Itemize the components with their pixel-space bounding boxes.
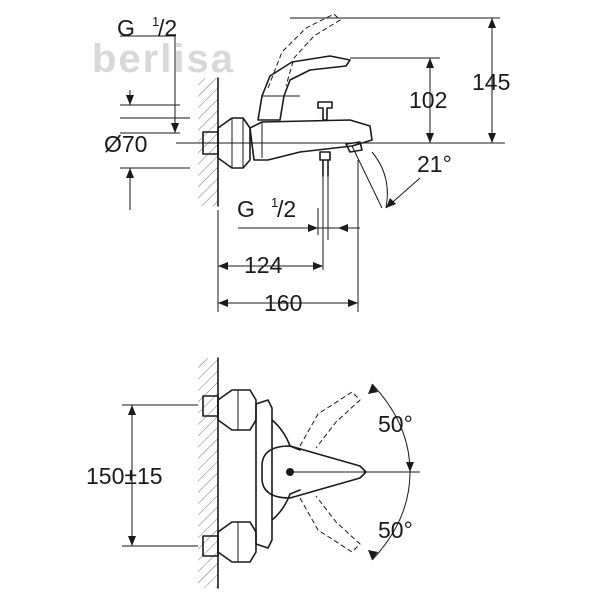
front-view xyxy=(122,357,420,589)
escutcheon xyxy=(217,117,251,169)
spout-angle-label: 21° xyxy=(417,151,452,177)
center-distance-label: 150±15 xyxy=(86,463,163,489)
lever-raised-ghost xyxy=(267,13,341,89)
height-total-label: 145 xyxy=(472,69,510,95)
diverter-knob xyxy=(317,101,333,121)
side-view xyxy=(120,13,505,312)
escutcheon-bottom xyxy=(217,521,257,563)
thread-top-sub: /2 xyxy=(158,15,177,41)
thread-top-label: G xyxy=(117,15,135,41)
depth-total-label: 160 xyxy=(264,290,302,316)
height-spout-label: 102 xyxy=(409,87,447,113)
thread-top-sup: 1 xyxy=(152,14,159,29)
watermark-logo: berlisa xyxy=(92,37,235,81)
rotation-up-label: 50° xyxy=(378,411,413,437)
lever-ghost-up xyxy=(299,391,361,449)
thread-bottom-label: G xyxy=(237,196,255,222)
wall-hatch-top xyxy=(198,78,218,206)
thread-bottom-sup: 1 xyxy=(271,195,278,210)
lever-handle xyxy=(257,55,351,121)
escutcheon-top xyxy=(217,389,257,431)
inlet-nut-bottom xyxy=(202,535,219,557)
lever-front xyxy=(261,445,367,499)
mixer-body xyxy=(249,119,373,161)
depth-inner-label: 124 xyxy=(244,252,283,278)
rotation-down-label: 50° xyxy=(378,517,413,543)
flange-diameter-label: Ø70 xyxy=(104,131,147,157)
body-bar xyxy=(255,399,273,549)
lever-ghost-down xyxy=(299,495,361,553)
wall-hatch-bottom xyxy=(198,358,218,588)
thread-bottom-sub: /2 xyxy=(277,196,296,222)
shower-outlet-nut xyxy=(319,151,331,161)
